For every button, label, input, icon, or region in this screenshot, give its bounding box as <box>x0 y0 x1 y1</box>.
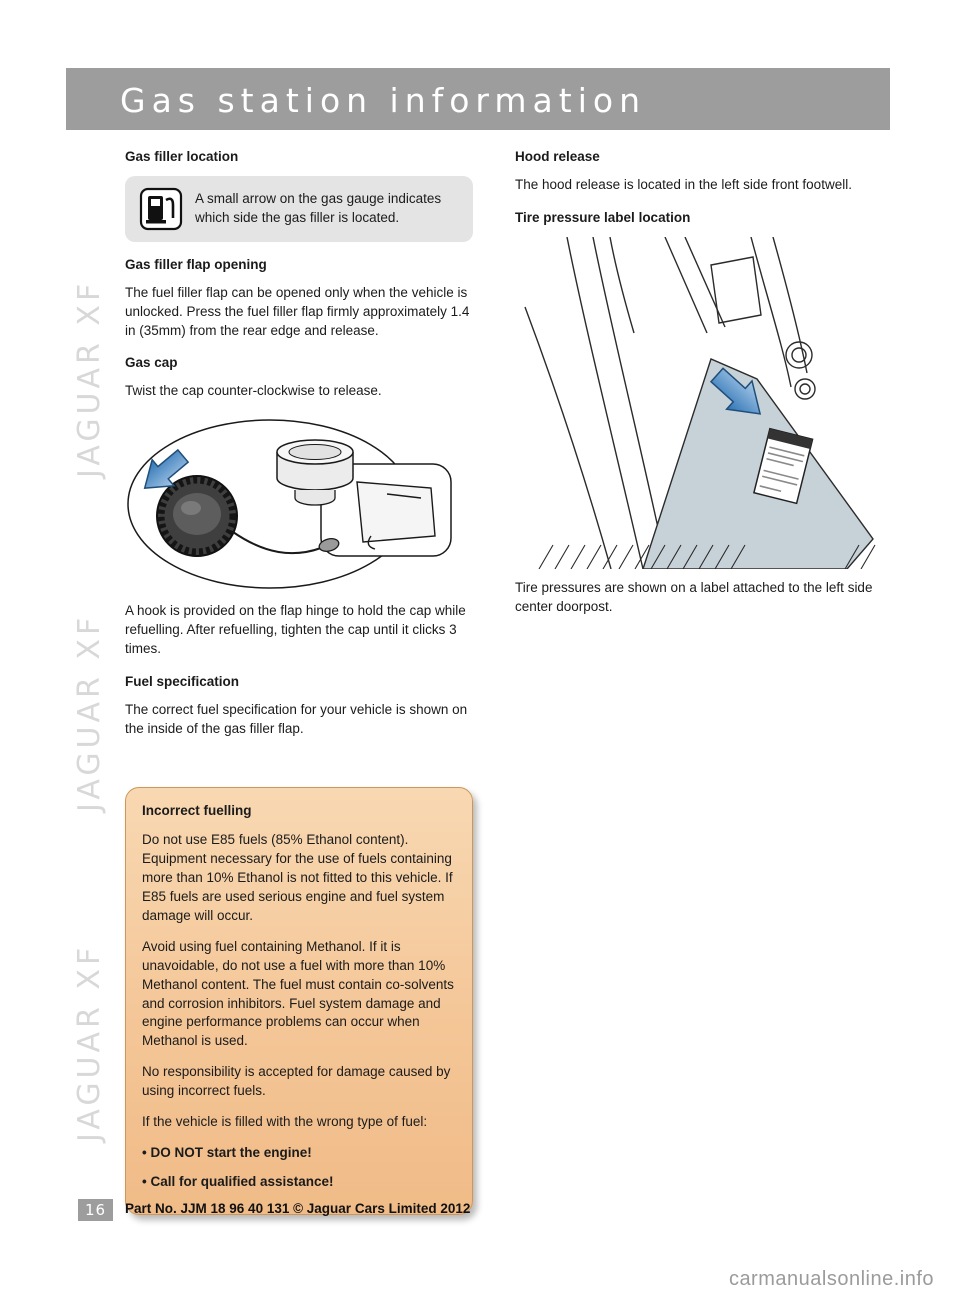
left-column: Gas filler location A small arrow on the… <box>125 148 473 1215</box>
heading-gas-cap: Gas cap <box>125 355 178 371</box>
tire-pressure-label <box>753 427 814 504</box>
warning-bullet: Call for qualified assistance! <box>142 1173 456 1192</box>
jaguar-xf-side-watermark: JAGUAR XF <box>72 613 107 812</box>
footer-part-number: Part No. JJM 18 96 40 131 © Jaguar Cars … <box>125 1201 471 1216</box>
warning-paragraph: Avoid using fuel containing Methanol. If… <box>142 938 454 1049</box>
gas-filler-note-text: A small arrow on the gas gauge indicates… <box>195 191 442 225</box>
heading-gas-filler-flap-opening: Gas filler flap opening <box>125 256 267 272</box>
gas-filler-note-box: A small arrow on the gas gauge indicates… <box>125 175 473 242</box>
fuel-specification-body: The correct fuel specification for your … <box>125 701 468 736</box>
hood-release-body: The hood release is located in the left … <box>515 176 852 192</box>
heading-fuel-specification: Fuel specification <box>125 673 240 689</box>
warning-heading: Incorrect fuelling <box>142 802 252 818</box>
right-column: Hood release The hood release is located… <box>515 148 892 629</box>
gas-cap-caption: A hook is provided on the flap hinge to … <box>125 603 466 657</box>
warning-bullet: DO NOT start the engine! <box>142 1144 456 1163</box>
gas-filler-flap-body: The fuel filler flap can be opened only … <box>125 284 470 338</box>
jaguar-xf-side-watermark: JAGUAR XF <box>72 279 107 478</box>
heading-gas-filler-location: Gas filler location <box>125 149 239 164</box>
gas-cap-illustration <box>125 414 473 592</box>
incorrect-fuelling-warning-box: Incorrect fuelling Do not use E85 fuels … <box>125 786 473 1215</box>
blue-arrow-icon <box>143 449 190 490</box>
tire-pressure-caption: Tire pressures are shown on a label atta… <box>515 579 873 614</box>
page-title: Gas station information <box>120 81 646 120</box>
page-header-bar: Gas station information <box>66 68 890 130</box>
gas-cap-body: Twist the cap counter-clockwise to relea… <box>125 383 382 399</box>
blue-arrow-icon <box>709 366 762 415</box>
warning-paragraph: No responsibility is accepted for damage… <box>142 1064 451 1099</box>
page-number-badge: 16 <box>78 1199 113 1221</box>
warning-paragraph: Do not use E85 fuels (85% Ethanol conten… <box>142 832 453 924</box>
doorpost-illustration <box>515 236 892 569</box>
heading-tire-pressure-label-location: Tire pressure label location <box>515 209 691 225</box>
site-watermark: carmanualsonline.info <box>728 1268 934 1290</box>
jaguar-xf-side-watermark: JAGUAR XF <box>72 943 107 1142</box>
fuel-pump-icon <box>139 187 183 231</box>
warning-paragraph: If the vehicle is filled with the wrong … <box>142 1114 428 1130</box>
gas-cap-shape <box>156 475 238 558</box>
heading-hood-release: Hood release <box>515 149 600 164</box>
